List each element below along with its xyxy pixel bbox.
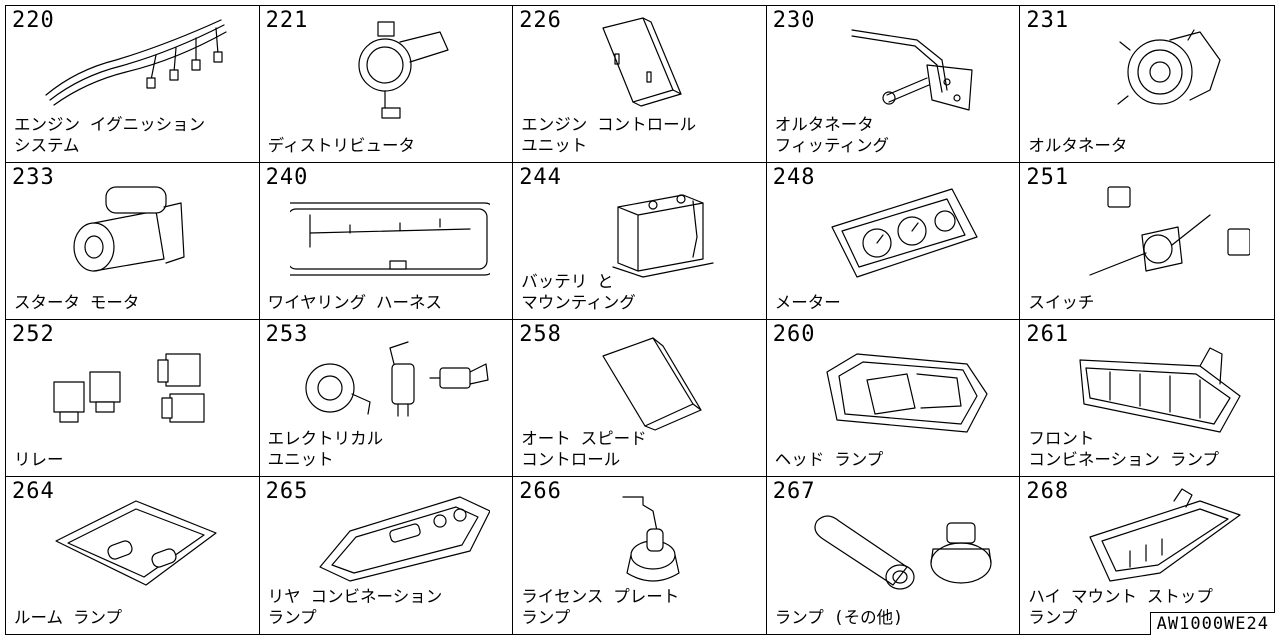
rear-lamp-icon xyxy=(318,496,490,582)
stop-lamp-icon xyxy=(1089,488,1241,582)
section-label: バッテリ と マウンティング xyxy=(521,272,636,312)
section-cell-265[interactable]: 265 リヤ コンビネーション ランプ xyxy=(260,477,514,634)
section-code: 233 xyxy=(12,165,55,190)
distributor-icon xyxy=(357,21,449,119)
section-code: 253 xyxy=(265,322,309,347)
section-code: 266 xyxy=(519,479,562,504)
section-code: 264 xyxy=(12,479,55,504)
section-label: ハイ マウント ストップ ランプ xyxy=(1028,587,1213,627)
license-lamp-icon xyxy=(622,496,680,582)
section-label: エンジン コントロール ユニット xyxy=(521,115,697,155)
section-cell-248[interactable]: 248 メーター xyxy=(766,163,1021,320)
section-cell-221[interactable]: 221 ディストリビュータ xyxy=(259,6,514,163)
relay-icon xyxy=(53,353,205,423)
parts-catalog-grid: 220 エンジン イグニッション システム 221 ディストリビュータ 226 xyxy=(5,5,1275,635)
bracket-icon xyxy=(851,29,973,111)
switch-icon xyxy=(1089,186,1251,276)
section-cell-251[interactable]: 251 スイッチ xyxy=(1020,163,1274,320)
section-code: 220 xyxy=(12,8,55,33)
section-cell-252[interactable]: 252 リレー xyxy=(6,320,260,477)
section-label: オート スピード コントロール xyxy=(521,429,647,469)
section-label: オルタネータ xyxy=(1028,136,1128,155)
section-label: エンジン イグニッション システム xyxy=(14,115,206,155)
bulb-icon xyxy=(814,515,992,590)
section-cell-226[interactable]: 226 エンジン コントロール ユニット xyxy=(513,6,767,163)
section-cell-261[interactable]: 261 フロント コンビネーション ランプ xyxy=(1020,320,1274,477)
starter-motor-icon xyxy=(73,186,185,272)
section-code: 258 xyxy=(519,322,562,347)
section-code: 252 xyxy=(12,322,55,347)
section-label: オルタネータ フィッティング xyxy=(774,115,889,155)
section-code: 248 xyxy=(772,165,816,190)
section-code: 244 xyxy=(519,165,562,190)
section-code: 267 xyxy=(772,479,816,504)
section-label: リヤ コンビネーション ランプ xyxy=(267,587,443,627)
section-label: ワイヤリング ハーネス xyxy=(267,293,443,312)
section-code: 265 xyxy=(265,479,309,504)
section-code: 221 xyxy=(265,8,309,33)
section-label: リレー xyxy=(14,450,64,469)
ignition-wire-icon xyxy=(45,19,227,106)
section-cell-231[interactable]: 231 オルタネータ xyxy=(1020,6,1274,163)
meter-cluster-icon xyxy=(831,188,978,278)
section-cell-230[interactable]: 230 オルタネータ フィッティング xyxy=(766,6,1021,163)
section-label: ルーム ランプ xyxy=(14,608,122,627)
section-cell-264[interactable]: 264 ルーム ランプ xyxy=(6,477,260,634)
section-label: メーター xyxy=(774,293,841,312)
section-label: フロント コンビネーション ランプ xyxy=(1028,429,1219,469)
alternator-icon xyxy=(1117,29,1221,105)
section-cell-260[interactable]: 260 ヘッド ランプ xyxy=(766,320,1021,477)
horn-icon xyxy=(304,341,489,417)
section-cell-266[interactable]: 266 ライセンス プレート ランプ xyxy=(513,477,767,634)
headlamp-icon xyxy=(826,353,988,433)
section-code: 268 xyxy=(1026,479,1070,504)
section-code: 260 xyxy=(772,322,816,347)
section-cell-253[interactable]: 253 エレクトリカル ユニット xyxy=(259,320,514,477)
section-label: ライセンス プレート ランプ xyxy=(521,587,680,627)
section-label: エレクトリカル ユニット xyxy=(267,429,384,469)
section-code: 240 xyxy=(265,165,309,190)
section-code: 261 xyxy=(1026,322,1070,347)
section-cell-267[interactable]: 267 ランプ (その他) xyxy=(767,477,1021,634)
speed-control-icon xyxy=(602,337,702,431)
section-label: ディストリビュータ xyxy=(267,136,415,155)
front-lamp-icon xyxy=(1079,347,1241,433)
section-code: 251 xyxy=(1026,165,1070,190)
section-code: 226 xyxy=(519,8,562,33)
section-cell-220[interactable]: 220 エンジン イグニッション システム xyxy=(6,6,260,163)
section-label: スイッチ xyxy=(1028,293,1095,312)
room-lamp-icon xyxy=(55,500,217,586)
section-cell-240[interactable]: 240 ワイヤリング ハーネス xyxy=(259,163,514,320)
section-cell-268[interactable]: 268 ハイ マウント ストップ ランプ xyxy=(1020,477,1274,634)
section-label: スタータ モータ xyxy=(14,293,140,312)
section-label: ランプ (その他) xyxy=(774,608,904,627)
section-cell-233[interactable]: 233 スタータ モータ xyxy=(6,163,260,320)
section-code: 230 xyxy=(772,8,816,33)
harness-icon xyxy=(289,202,490,276)
battery-icon xyxy=(612,194,714,278)
section-cell-258[interactable]: 258 オート スピード コントロール xyxy=(513,320,767,477)
section-code: 231 xyxy=(1026,8,1070,33)
document-code: AW1000WE24 xyxy=(1149,612,1275,635)
control-unit-icon xyxy=(602,17,682,107)
section-label: ヘッド ランプ xyxy=(774,450,884,469)
section-cell-244[interactable]: 244 バッテリ と マウンティング xyxy=(513,163,767,320)
